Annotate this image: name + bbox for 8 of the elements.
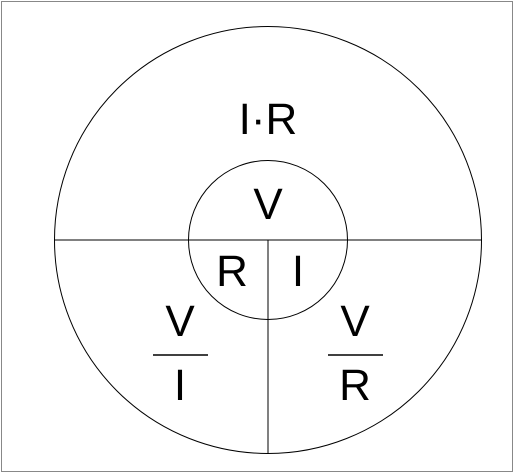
numerator-text: V — [165, 300, 195, 344]
denominator-text: I — [174, 364, 186, 408]
quantity-letter: R — [216, 250, 248, 294]
formula-text: I·R — [238, 98, 298, 142]
denominator-text: R — [339, 364, 371, 408]
quantity-letter: I — [292, 250, 304, 294]
numerator-text: V — [340, 300, 370, 344]
quantity-letter: V — [253, 183, 283, 227]
